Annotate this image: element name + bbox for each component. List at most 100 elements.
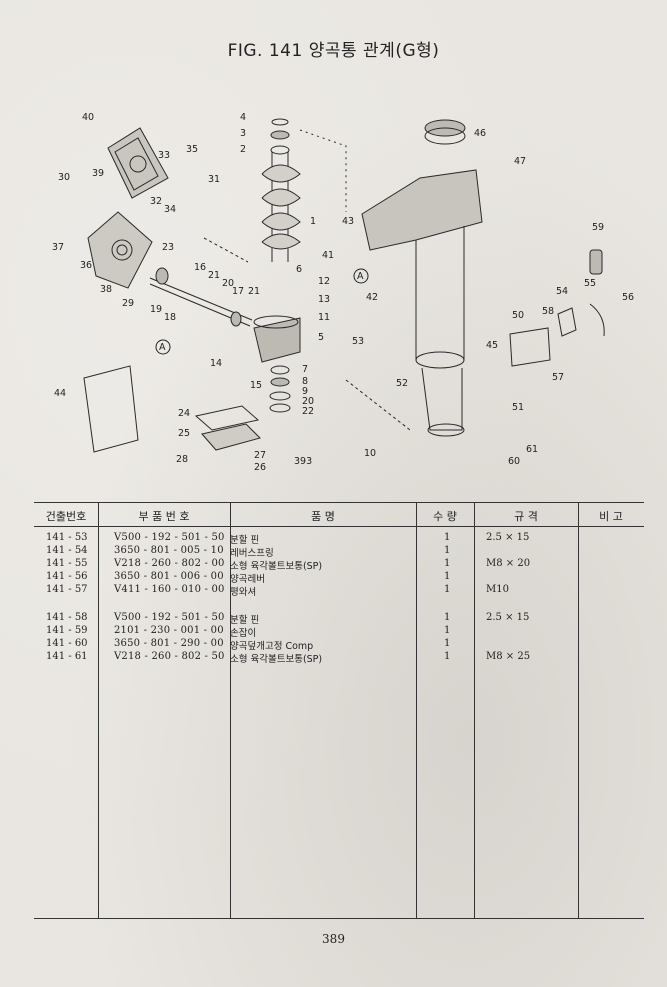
cell-spec: 2.5 × 15 (486, 612, 530, 623)
table-row: 141 - 54 3650 - 801 - 005 - 10 레버스프링 1 (34, 545, 644, 559)
svg-text:45: 45 (486, 340, 498, 351)
column-divider (474, 502, 475, 918)
svg-text:12: 12 (318, 276, 330, 287)
svg-text:50: 50 (512, 310, 524, 321)
svg-text:5: 5 (318, 332, 324, 343)
table-row: 141 - 56 3650 - 801 - 006 - 00 양곡레버 1 (34, 571, 644, 585)
cell-spec: M10 (486, 584, 509, 595)
svg-text:22: 22 (302, 406, 314, 417)
svg-text:39: 39 (92, 168, 104, 179)
table-row: 141 - 60 3650 - 801 - 290 - 00 양곡덮개고정 Co… (34, 638, 644, 652)
svg-text:47: 47 (514, 156, 526, 167)
svg-text:42: 42 (366, 292, 378, 303)
cell-part-number: V411 - 160 - 010 - 00 (114, 584, 225, 595)
svg-text:33: 33 (158, 150, 170, 161)
cell-quantity: 1 (444, 638, 451, 649)
svg-text:28: 28 (176, 454, 188, 465)
cell-part-number: 3650 - 801 - 005 - 10 (114, 545, 224, 556)
cell-part-name: 분할 핀 (230, 615, 260, 626)
svg-text:11: 11 (318, 312, 330, 323)
svg-text:20: 20 (222, 278, 234, 289)
cell-part-name: 소형 육각볼트보통(SP) (230, 654, 323, 665)
table-header-rule (34, 526, 644, 527)
svg-text:2: 2 (240, 144, 246, 155)
svg-text:59: 59 (592, 222, 604, 233)
svg-text:23: 23 (162, 242, 174, 253)
cell-part-number: 2101 - 230 - 001 - 00 (114, 625, 224, 636)
svg-text:17: 17 (232, 286, 244, 297)
svg-text:34: 34 (164, 204, 176, 215)
svg-text:40: 40 (82, 112, 94, 123)
svg-text:43: 43 (342, 216, 354, 227)
svg-text:27: 27 (254, 450, 266, 461)
cell-quantity: 1 (444, 625, 451, 636)
cell-item-number: 141 - 60 (46, 638, 88, 649)
svg-text:44: 44 (54, 388, 66, 399)
svg-text:A: A (159, 342, 166, 353)
svg-text:30: 30 (58, 172, 70, 183)
svg-text:35: 35 (186, 144, 198, 155)
svg-text:38: 38 (100, 284, 112, 295)
svg-text:19: 19 (150, 304, 162, 315)
cell-quantity: 1 (444, 571, 451, 582)
column-divider (416, 502, 417, 918)
svg-text:9: 9 (302, 386, 308, 397)
svg-text:55: 55 (584, 278, 596, 289)
column-divider (578, 502, 579, 918)
cell-spec: M8 × 20 (486, 558, 531, 569)
cell-part-name: 소형 육각볼트보통(SP) (230, 561, 323, 572)
svg-text:15: 15 (250, 380, 262, 391)
cell-quantity: 1 (444, 612, 451, 623)
cell-item-number: 141 - 59 (46, 625, 88, 636)
cell-item-number: 141 - 55 (46, 558, 88, 569)
cell-item-number: 141 - 56 (46, 571, 88, 582)
svg-text:32: 32 (150, 196, 162, 207)
cell-part-number: 3650 - 801 - 290 - 00 (114, 638, 224, 649)
svg-text:51: 51 (512, 402, 524, 413)
table-row: 141 - 53 V500 - 192 - 501 - 50 분할 핀 1 2.… (34, 532, 644, 546)
svg-text:41: 41 (322, 250, 334, 261)
cell-item-number: 141 - 53 (46, 532, 88, 543)
cell-spec: M8 × 25 (486, 651, 531, 662)
cell-quantity: 1 (444, 545, 451, 556)
table-bottom-rule (34, 918, 644, 919)
figure-title: FIG. 141 양곡통 관계(G형) (227, 41, 440, 61)
table-row: 141 - 59 2101 - 230 - 001 - 00 손잡이 1 (34, 625, 644, 639)
column-divider (98, 502, 99, 918)
svg-text:36: 36 (80, 260, 92, 271)
svg-text:3: 3 (240, 128, 246, 139)
table-row: 141 - 61 V218 - 260 - 802 - 50 소형 육각볼트보통… (34, 651, 644, 665)
cell-part-name: 레버스프링 (230, 548, 274, 559)
page-number: 389 (322, 932, 345, 946)
cell-item-number: 141 - 61 (46, 651, 88, 662)
header-spec: 규 격 (514, 510, 538, 523)
svg-text:24: 24 (178, 408, 190, 419)
svg-text:1: 1 (310, 216, 316, 227)
cell-item-number: 141 - 54 (46, 545, 88, 556)
svg-text:6: 6 (296, 264, 302, 275)
svg-text:57: 57 (552, 372, 564, 383)
cell-part-name: 양곡덮개고정 Comp (230, 641, 314, 652)
svg-text:53: 53 (352, 336, 364, 347)
header-remarks: 비 고 (599, 510, 623, 523)
table-row: 141 - 57 V411 - 160 - 010 - 00 평와셔 1 M10 (34, 584, 644, 598)
header-item-number: 건출번호 (45, 510, 87, 523)
table-row: 141 - 58 V500 - 192 - 501 - 50 분할 핀 1 2.… (34, 612, 644, 626)
cell-part-number: V500 - 192 - 501 - 50 (114, 532, 225, 543)
column-divider (230, 502, 231, 918)
header-part-number: 부 품 번 호 (138, 510, 190, 523)
svg-text:26: 26 (254, 462, 266, 473)
svg-text:18: 18 (164, 312, 176, 323)
svg-text:8: 8 (302, 376, 308, 387)
cell-part-number: V500 - 192 - 501 - 50 (114, 612, 225, 623)
svg-text:4: 4 (240, 112, 246, 123)
svg-text:56: 56 (622, 292, 634, 303)
svg-text:13: 13 (318, 294, 330, 305)
svg-text:21: 21 (248, 286, 260, 297)
svg-text:60: 60 (508, 456, 520, 467)
cell-part-number: 3650 - 801 - 006 - 00 (114, 571, 224, 582)
svg-text:58: 58 (542, 306, 554, 317)
svg-text:16: 16 (194, 262, 206, 273)
cell-part-number: V218 - 260 - 802 - 50 (114, 651, 225, 662)
